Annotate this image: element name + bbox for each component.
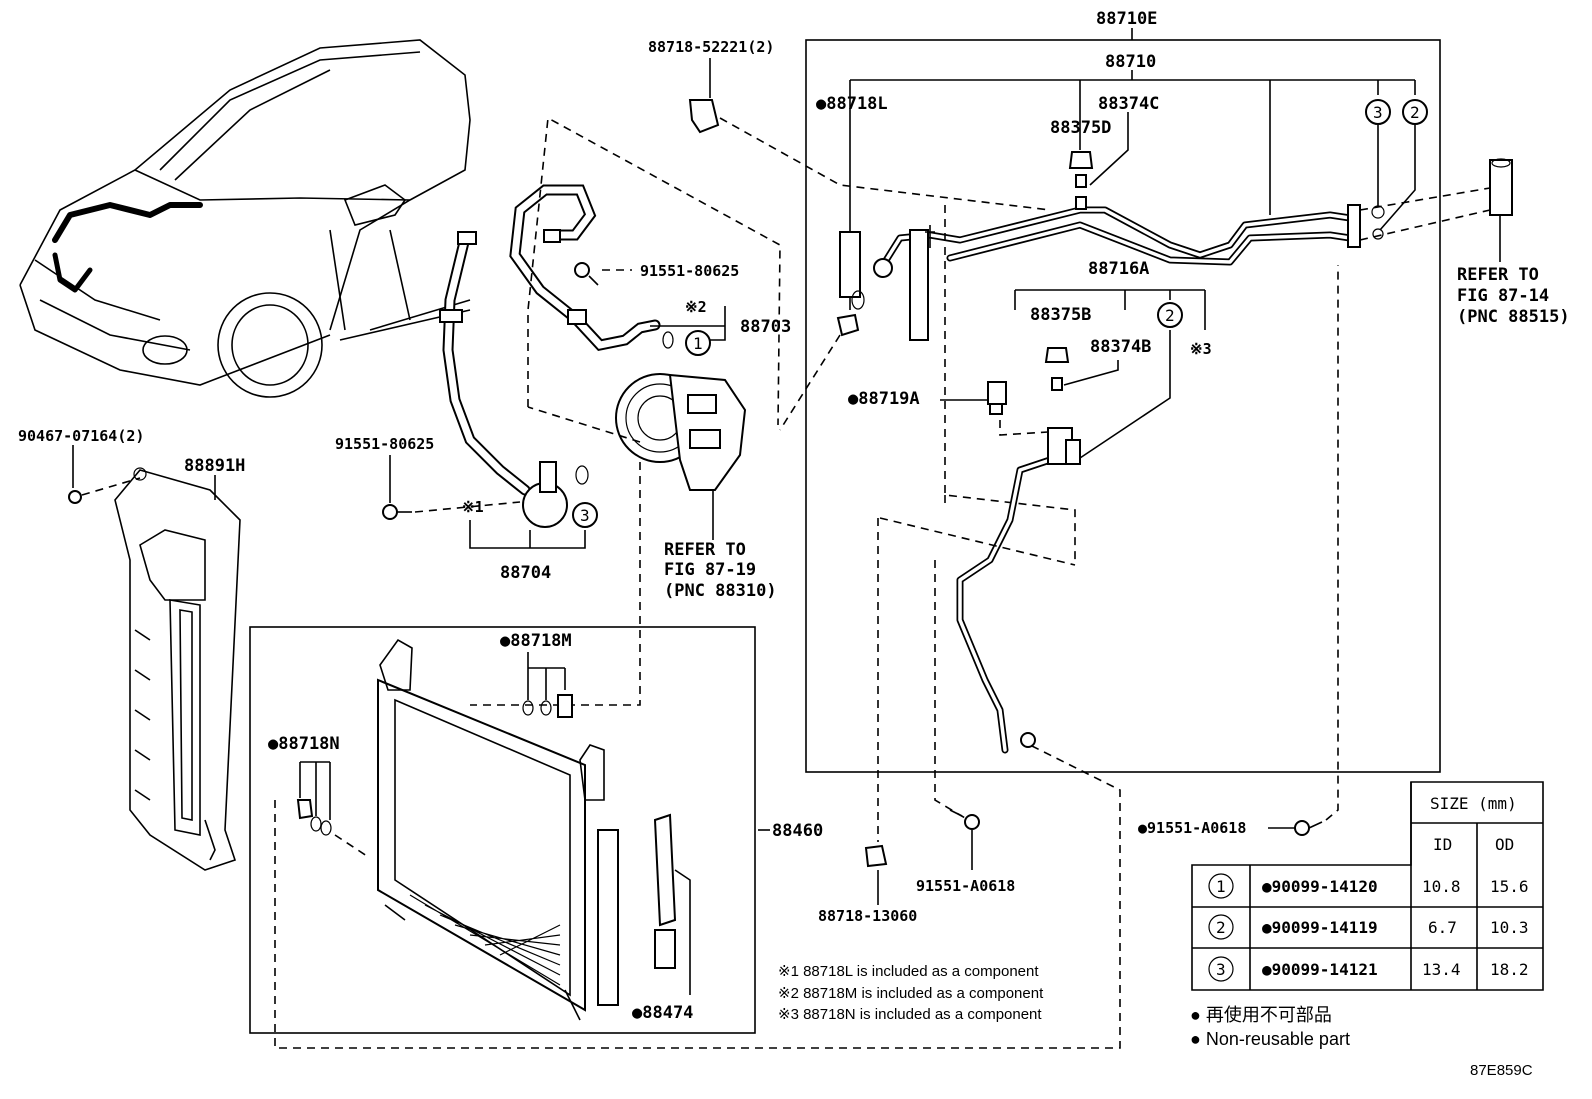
condenser-88460: [377, 638, 619, 1021]
table-row-1-ref: 1: [1216, 877, 1226, 896]
table-row-3-od: 18.2: [1490, 960, 1529, 979]
label-refer-87-19-1: REFER TO: [664, 540, 746, 560]
circle-ref-2-88716: 2: [1165, 306, 1175, 325]
label-88718-13060: 88718-13060: [818, 907, 917, 925]
label-refer-87-14-1: REFER TO: [1457, 265, 1539, 285]
circle-ref-3-88704: 3: [580, 506, 590, 525]
table-header-id: ID: [1433, 835, 1452, 854]
label-91551-80625-a: 91551-80625: [640, 262, 739, 280]
bolt-91551-80625-b: [382, 504, 412, 520]
bolt-91551-80625-a: [574, 262, 599, 286]
clip-88718-13060: [864, 844, 888, 868]
bolt-91551-A0618-b: [1294, 820, 1323, 836]
label-88703: 88703: [740, 317, 791, 337]
pipe-88710: [873, 204, 1361, 341]
label-88460: 88460: [772, 821, 823, 841]
shroud-88891H: [68, 467, 241, 871]
bolt-91551-A0618-a: [949, 809, 980, 830]
valve-88375D: [1068, 151, 1094, 210]
valve-88375B: [1044, 347, 1070, 391]
table-row-1-od: 15.6: [1490, 877, 1529, 896]
label-88474: ●88474: [632, 1003, 693, 1023]
leader-90467: [81, 477, 141, 496]
label-91551-A0618-b: ●91551-A0618: [1138, 819, 1246, 837]
circle-ref-2-88710: 2: [1410, 103, 1420, 122]
label-88710E: 88710E: [1096, 9, 1157, 29]
legend-jp: ● 再使用不可部品: [1190, 1005, 1332, 1025]
table-row-2-ref: 2: [1216, 918, 1226, 937]
hose-88704: [439, 231, 589, 528]
table-row-2-id: 6.7: [1428, 918, 1457, 937]
assembly-box-88710E: [805, 39, 1441, 773]
label-88718M: ●88718M: [500, 631, 572, 651]
dryer-88718L: [836, 231, 865, 337]
label-mark1-88704: ※1: [462, 498, 484, 516]
label-mark3-88716: ※3: [1190, 340, 1212, 358]
dryer-88474: [653, 813, 677, 969]
label-88718N: ●88718N: [268, 734, 340, 754]
clip-88718-52221: [688, 99, 720, 134]
label-90467-07164: 90467-07164(2): [18, 427, 144, 445]
table-row-1-part: ●90099-14120: [1262, 877, 1378, 896]
legend-en: ● Non-reusable part: [1190, 1029, 1350, 1049]
table-header-od: OD: [1495, 835, 1514, 854]
label-88716A: 88716A: [1088, 259, 1149, 279]
table-row-2-od: 10.3: [1490, 918, 1529, 937]
label-88718-52221: 88718-52221(2): [648, 38, 774, 56]
label-91551-A0618-a: 91551-A0618: [916, 877, 1015, 895]
note-3: ※3 88718N is included as a component: [778, 1006, 1042, 1023]
note-2: ※2 88718M is included as a component: [778, 985, 1044, 1002]
component-notes: ※1 88718L is included as a component ※2 …: [778, 963, 1044, 1023]
circle-ref-1: 1: [693, 334, 703, 353]
table-row-3-part: ●90099-14121: [1262, 960, 1378, 979]
label-88374B: 88374B: [1090, 337, 1151, 357]
label-refer-87-14-2: FIG 87-14: [1457, 286, 1549, 306]
label-refer-87-19-2: FIG 87-19: [664, 560, 756, 580]
refer-87-14-part: [1489, 158, 1513, 216]
table-row-3-ref: 3: [1216, 960, 1226, 979]
label-88719A: ●88719A: [848, 389, 920, 409]
label-88710: 88710: [1105, 52, 1156, 72]
vehicle-illustration: [19, 39, 471, 398]
label-88375D: 88375D: [1050, 118, 1111, 138]
table-header-size: SIZE (mm): [1430, 794, 1517, 813]
table-row-3-id: 13.4: [1422, 960, 1461, 979]
legend: ● 再使用不可部品 ● Non-reusable part: [1190, 1005, 1350, 1049]
label-88704: 88704: [500, 563, 551, 583]
hose-88703: [509, 184, 674, 351]
seal-88718M: [522, 694, 573, 718]
seal-size-table: SIZE (mm) ID OD 1 ●90099-14120 10.8 15.6…: [1191, 781, 1544, 991]
table-row-2-part: ●90099-14119: [1262, 918, 1378, 937]
note-1: ※1 88718L is included as a component: [778, 963, 1039, 980]
circled-references: 1 3 3 2 2: [572, 99, 1428, 528]
label-88374C: 88374C: [1098, 94, 1159, 114]
switch-88719A: [987, 381, 1007, 415]
label-88375B: 88375B: [1030, 305, 1091, 325]
label-88891H: 88891H: [184, 456, 245, 476]
label-88718L: ●88718L: [816, 94, 888, 114]
seal-88718N: [296, 799, 332, 836]
pipe-88716A: [956, 427, 1081, 754]
circle-ref-3-88710: 3: [1373, 103, 1383, 122]
label-refer-87-19-3: (PNC 88310): [664, 581, 777, 601]
condenser-box-88460: [249, 626, 756, 1034]
part-labels: 88710E 88710 88718-52221(2) ●88718L 8837…: [18, 9, 1570, 1023]
compressor: [615, 373, 747, 491]
label-mark2-88703: ※2: [685, 298, 707, 316]
table-row-1-id: 10.8: [1422, 877, 1461, 896]
label-refer-87-14-3: (PNC 88515): [1457, 307, 1570, 327]
diagram-id: 87E859C: [1470, 1062, 1533, 1079]
label-91551-80625-b: 91551-80625: [335, 435, 434, 453]
